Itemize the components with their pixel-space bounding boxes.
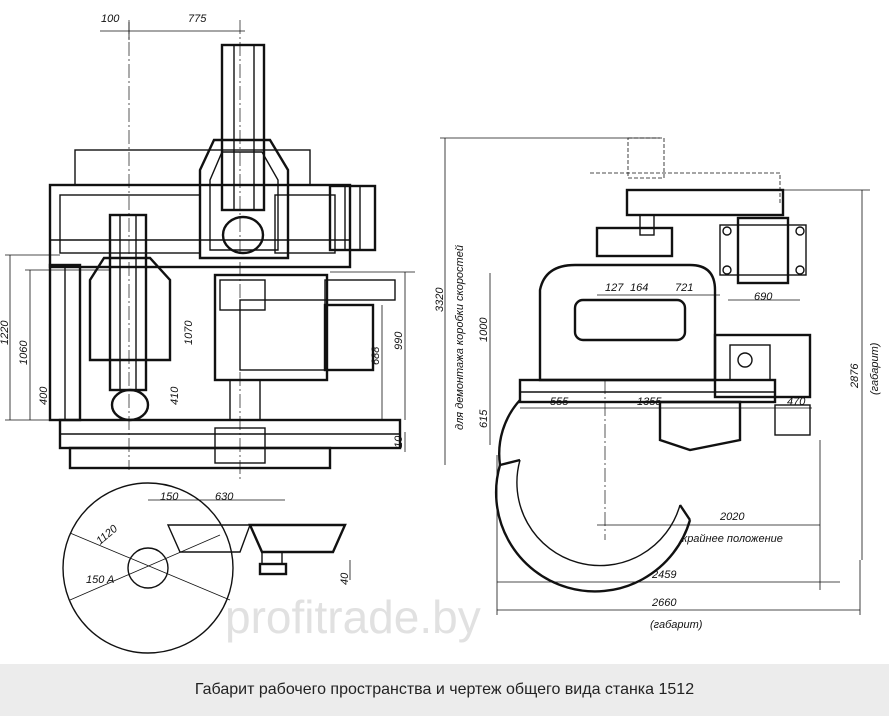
dim-721: 721 xyxy=(675,282,693,294)
dim-1060: 1060 xyxy=(18,340,30,365)
dim-10: 10 xyxy=(393,435,405,448)
note-overall-vertical: (габарит) xyxy=(869,342,881,395)
machine-drawing: 100 775 1220 1060 400 1070 410 688 990 1… xyxy=(0,13,881,654)
dim-1355: 1355 xyxy=(637,396,662,408)
dim-1070: 1070 xyxy=(183,320,195,345)
dim-2020: 2020 xyxy=(719,511,745,523)
dim-410: 410 xyxy=(169,386,181,405)
dim-150a: 150 A xyxy=(86,574,114,586)
front-view xyxy=(5,20,415,480)
note-gearbox-removal: для демонтажа коробки скоростей xyxy=(454,245,466,430)
dim-1120: 1120 xyxy=(94,522,121,547)
dim-775: 775 xyxy=(188,13,207,25)
dim-3320: 3320 xyxy=(434,287,446,312)
caption-bar: Габарит рабочего пространства и чертеж о… xyxy=(0,664,889,716)
dim-990: 990 xyxy=(393,331,405,350)
dim-164: 164 xyxy=(630,282,648,294)
dim-150-top: 150 xyxy=(160,491,179,503)
dim-400: 400 xyxy=(38,386,50,405)
dim-1220: 1220 xyxy=(0,320,11,345)
dim-100: 100 xyxy=(101,13,120,25)
dim-690: 690 xyxy=(754,291,773,303)
caption-text: Габарит рабочего пространства и чертеж о… xyxy=(194,681,695,698)
dim-688: 688 xyxy=(370,346,382,365)
table-view xyxy=(62,482,351,654)
watermark: profitrade.by xyxy=(225,591,481,643)
dim-630: 630 xyxy=(215,491,234,503)
dim-127: 127 xyxy=(605,282,624,294)
dim-40: 40 xyxy=(339,572,351,585)
dim-2876: 2876 xyxy=(849,363,861,389)
dim-1000: 1000 xyxy=(478,317,490,342)
dim-470: 470 xyxy=(787,396,806,408)
dim-2459: 2459 xyxy=(651,569,676,581)
side-view xyxy=(440,137,870,615)
note-overall-horizontal: (габарит) xyxy=(650,619,703,631)
dim-2660: 2660 xyxy=(651,597,677,609)
dim-555: 555 xyxy=(550,396,569,408)
note-extreme-position: крайнее положение xyxy=(682,533,783,545)
dim-615: 615 xyxy=(478,409,490,428)
